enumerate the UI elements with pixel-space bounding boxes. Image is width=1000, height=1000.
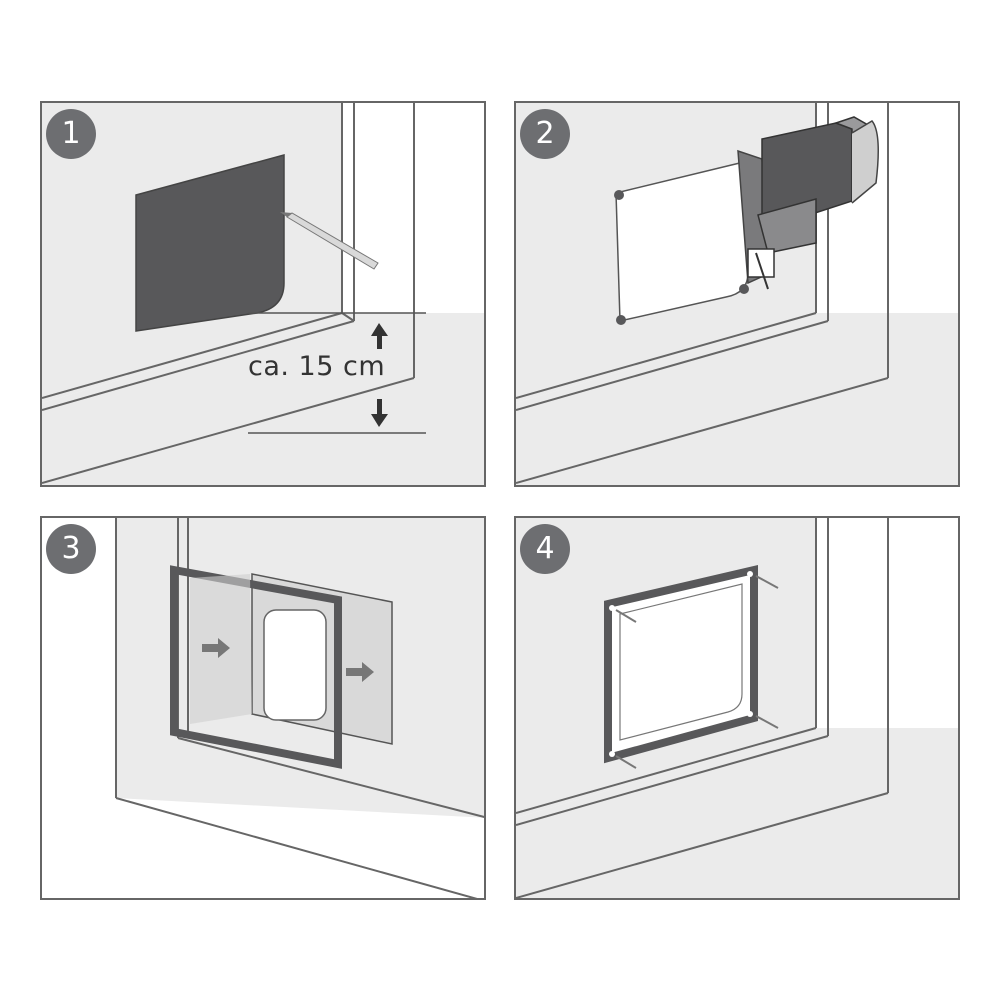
step-4-illustration [516, 518, 958, 898]
step-badge-2: 2 [520, 109, 570, 159]
step-3-illustration [42, 518, 484, 898]
arrow-up-icon [371, 323, 388, 349]
arrow-down-icon [371, 399, 388, 427]
step-2-illustration [516, 103, 958, 485]
inner-frame [170, 565, 342, 769]
arrow-right-icon [202, 638, 230, 658]
step-badge-4: 4 [520, 524, 570, 574]
step-3-panel: 3 [40, 516, 486, 900]
step-1-panel: 1 ca. 15 cm [40, 101, 486, 487]
arrow-right-icon-2 [346, 662, 374, 682]
step-badge-3: 3 [46, 524, 96, 574]
measurement-label: ca. 15 cm [248, 351, 386, 382]
jigsaw-icon [737, 116, 879, 290]
step-1-illustration [42, 103, 484, 485]
screw-hole [609, 605, 615, 611]
step-2-panel: 2 [514, 101, 960, 487]
door-lower [42, 313, 484, 485]
step-badge-1: 1 [46, 109, 96, 159]
step-4-panel: 4 [514, 516, 960, 900]
screw-icon [615, 575, 779, 769]
pencil-icon [286, 212, 379, 270]
